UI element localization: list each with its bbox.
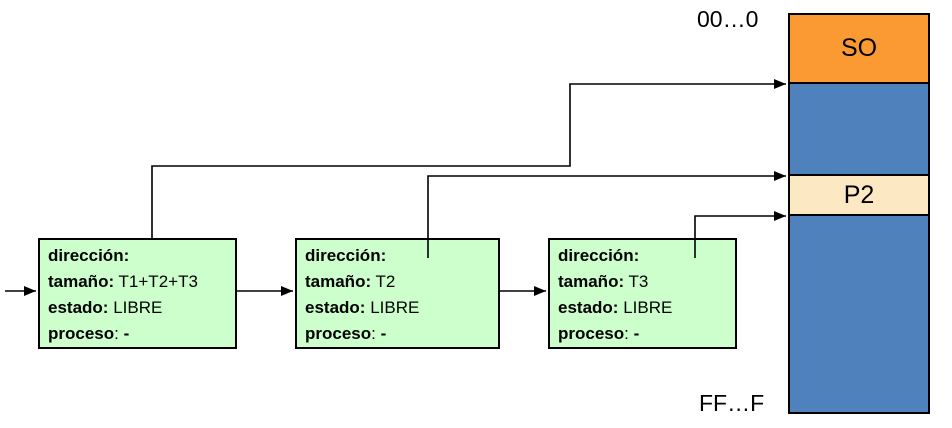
segment-free-upper	[788, 82, 930, 176]
segment-p2: P2	[788, 174, 930, 216]
field-tamano: tamaño: T2	[305, 272, 396, 291]
free-block-node-2: dirección: tamaño: T2 estado: LIBRE proc…	[295, 238, 500, 349]
field-estado: estado: LIBRE	[48, 298, 163, 317]
field-estado: estado: LIBRE	[305, 298, 420, 317]
field-direccion: dirección:	[305, 246, 387, 265]
segment-p2-label: P2	[843, 180, 875, 209]
field-direccion: dirección:	[48, 246, 130, 265]
field-direccion: dirección:	[558, 246, 640, 265]
free-block-node-1: dirección: tamaño: T1+T2+T3 estado: LIBR…	[38, 238, 237, 349]
segment-so-label: SO	[840, 34, 878, 62]
memory-map: SO P2	[788, 13, 930, 414]
field-proceso: proceso: -	[305, 324, 387, 343]
segment-free-lower	[788, 214, 930, 414]
field-proceso: proceso: -	[558, 324, 640, 343]
field-tamano: tamaño: T1+T2+T3	[48, 272, 198, 291]
address-top-label: 00…0	[697, 6, 759, 32]
field-estado: estado: LIBRE	[558, 298, 673, 317]
node1-direccion-pointer	[151, 79, 786, 238]
field-proceso: proceso: -	[48, 324, 130, 343]
field-tamano: tamaño: T3	[558, 272, 649, 291]
segment-so: SO	[788, 13, 930, 84]
address-bottom-label: FF…F	[699, 390, 765, 416]
free-block-node-3: dirección: tamaño: T3 estado: LIBRE proc…	[548, 238, 737, 349]
